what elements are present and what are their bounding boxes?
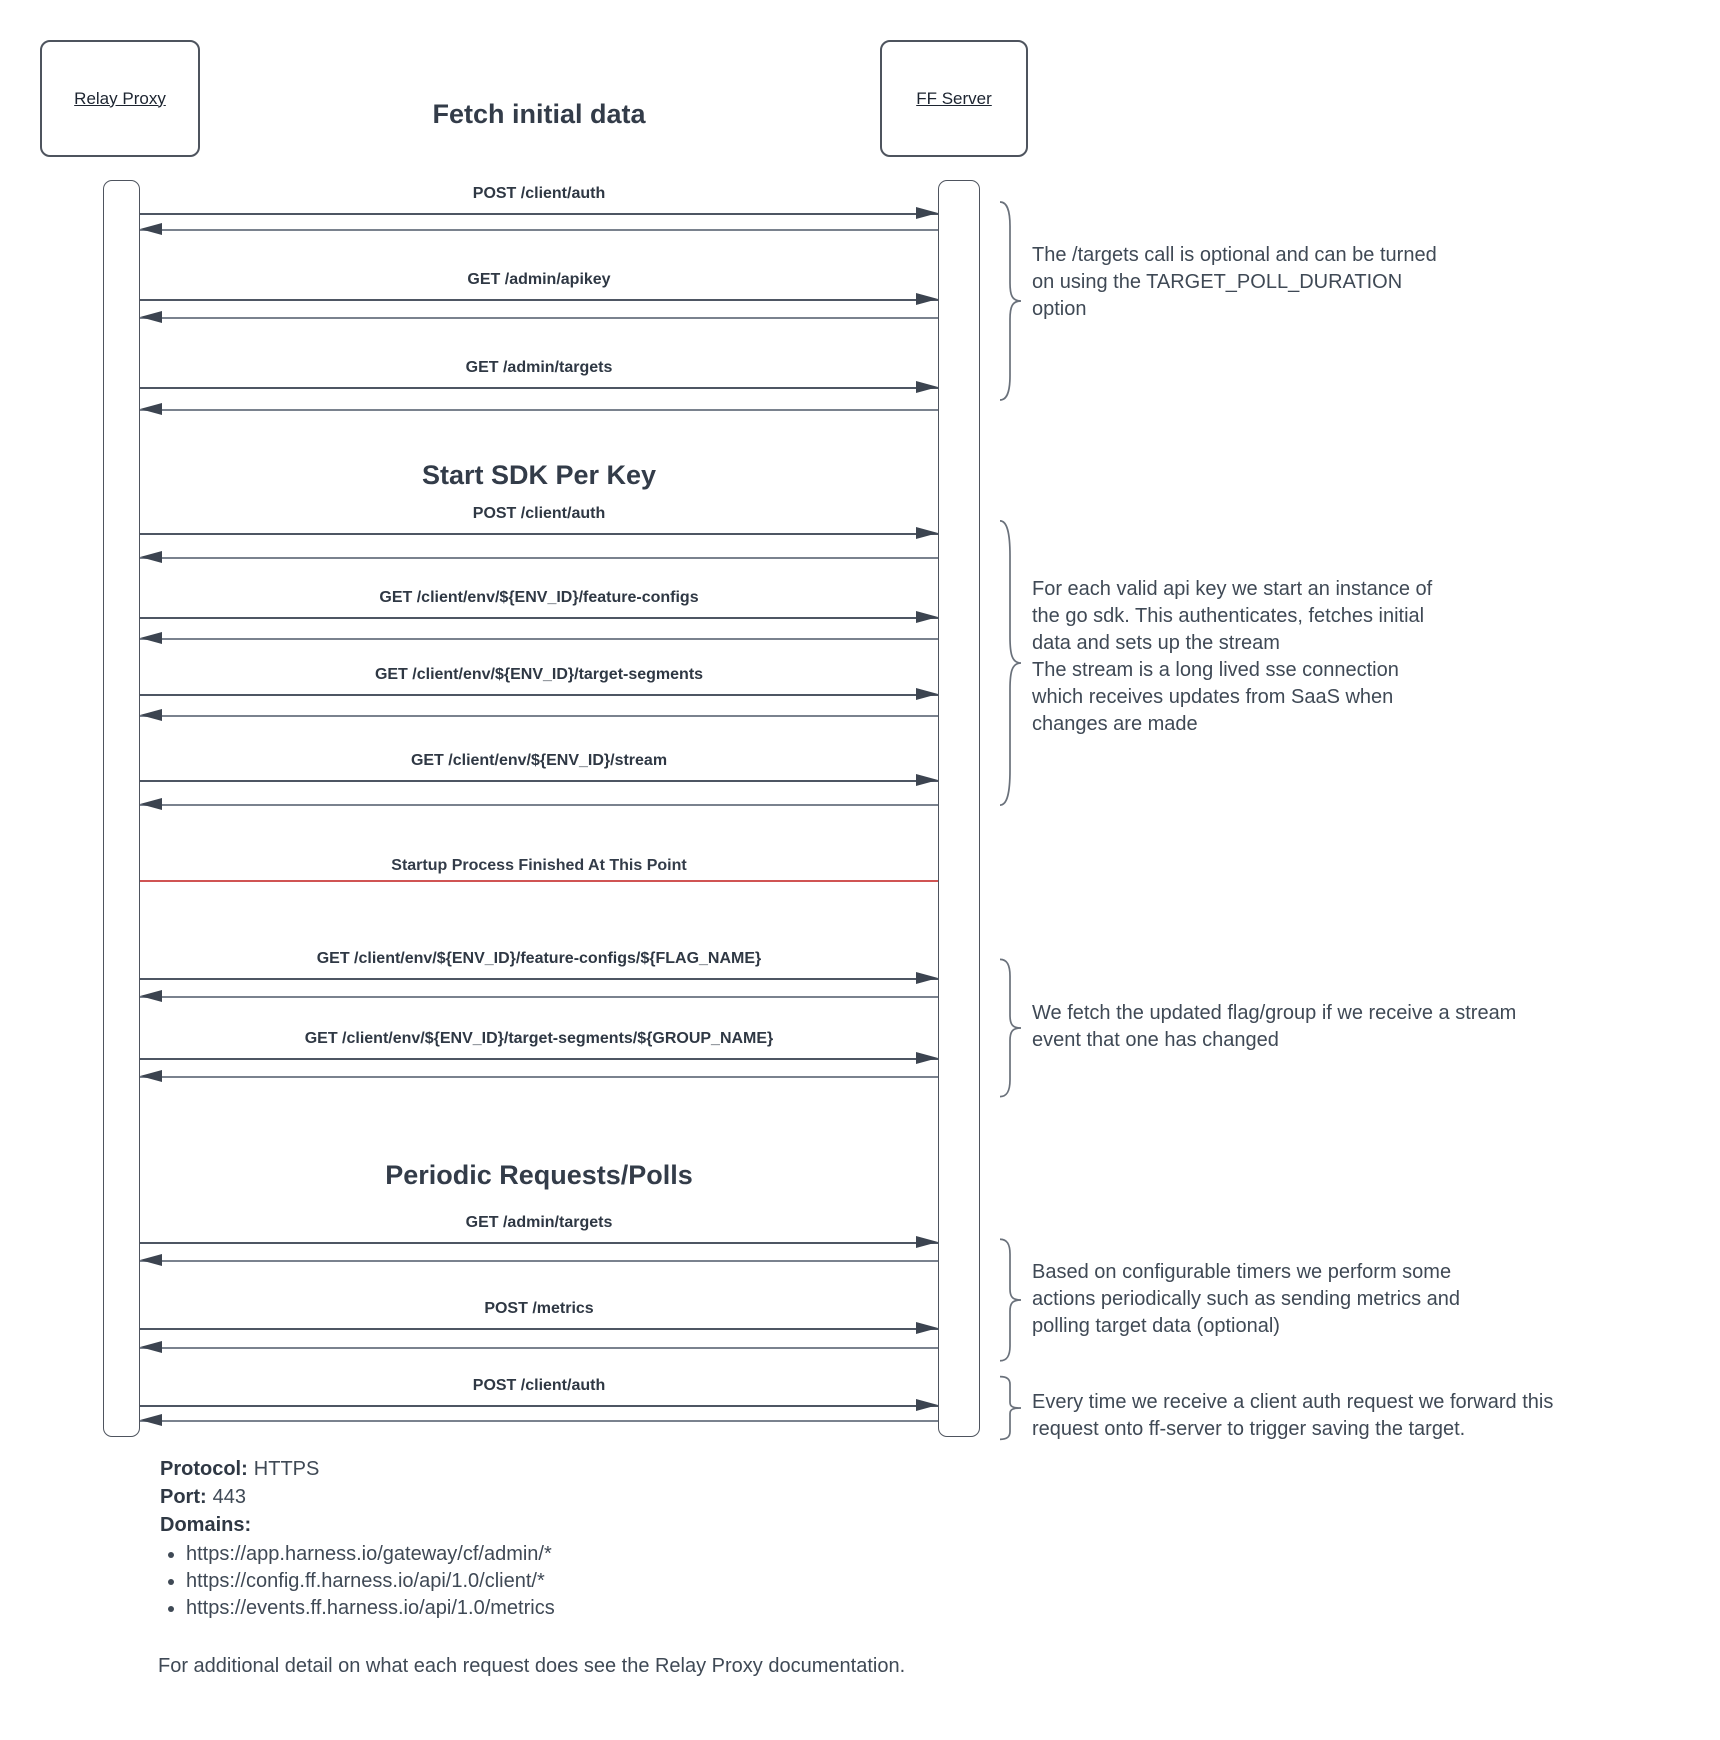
message-label: POST /metrics <box>484 1300 594 1317</box>
request-arrow <box>140 1052 938 1064</box>
request-arrow <box>140 293 938 305</box>
message-label: GET /admin/targets <box>465 1214 613 1231</box>
note-targets-optional: The /targets call is optional and can be… <box>1032 244 1437 320</box>
section-title-start-sdk-per-key: Start SDK Per Key <box>421 460 657 490</box>
request-arrow <box>140 972 938 984</box>
message-label: POST /client/auth <box>472 1377 606 1394</box>
request-arrow <box>140 688 938 700</box>
message-label: GET /client/env/${ENV_ID}/feature-config… <box>316 950 762 967</box>
footer-note: For additional detail on what each reque… <box>158 1655 906 1677</box>
request-arrow <box>140 381 938 393</box>
message-label: GET /client/env/${ENV_ID}/target-segment… <box>374 666 704 683</box>
response-arrow <box>140 1254 938 1266</box>
message-label: POST /client/auth <box>472 185 606 202</box>
lifeline-ff-server <box>938 180 980 1437</box>
connection-info: Protocol:HTTPS Port:443 Domains: https:/… <box>160 1455 555 1622</box>
port-value: 443 <box>212 1486 247 1508</box>
request-arrow <box>140 1322 938 1334</box>
message-label: GET /client/env/${ENV_ID}/target-segment… <box>304 1030 774 1047</box>
actor-ff-server-label: FF Server <box>916 88 992 108</box>
response-arrow <box>140 1070 938 1082</box>
response-arrow <box>140 403 938 415</box>
note-brace-icon <box>994 518 1022 808</box>
actor-relay-proxy: Relay Proxy <box>40 40 200 157</box>
protocol-label: Protocol: <box>160 1458 248 1480</box>
request-arrow <box>140 1399 938 1411</box>
response-arrow <box>140 798 938 810</box>
note-fetch-updated-flag: We fetch the updated flag/group if we re… <box>1032 1002 1517 1051</box>
startup-separator-line <box>140 880 938 882</box>
request-arrow <box>140 774 938 786</box>
request-arrow <box>140 611 938 623</box>
note-sdk-per-key: For each valid api key we start an insta… <box>1032 578 1433 735</box>
note-brace-icon <box>994 200 1022 402</box>
section-title-fetch-initial-data: Fetch initial data <box>432 99 646 129</box>
response-arrow <box>140 1414 938 1426</box>
response-arrow <box>140 709 938 721</box>
response-arrow <box>140 990 938 1002</box>
startup-separator-label: Startup Process Finished At This Point <box>391 857 687 874</box>
lifeline-relay-proxy <box>103 180 140 1437</box>
request-arrow <box>140 207 938 219</box>
protocol-line: Protocol:HTTPS <box>160 1455 555 1483</box>
message-label: GET /admin/targets <box>465 359 613 376</box>
note-client-auth-forward: Every time we receive a client auth requ… <box>1032 1391 1554 1440</box>
domain-item: https://events.ff.harness.io/api/1.0/met… <box>186 1595 555 1622</box>
message-label: GET /client/env/${ENV_ID}/feature-config… <box>379 589 699 606</box>
note-brace-icon <box>994 958 1022 1098</box>
response-arrow <box>140 1341 938 1353</box>
domain-item: https://config.ff.harness.io/api/1.0/cli… <box>186 1568 555 1595</box>
response-arrow <box>140 632 938 644</box>
note-configurable-timers: Based on configurable timers we perform … <box>1032 1261 1460 1337</box>
domain-item: https://app.harness.io/gateway/cf/admin/… <box>186 1541 555 1568</box>
note-brace-icon <box>994 1238 1022 1362</box>
domains-line: Domains: <box>160 1511 555 1539</box>
port-line: Port:443 <box>160 1483 555 1511</box>
domains-list: https://app.harness.io/gateway/cf/admin/… <box>160 1541 555 1622</box>
actor-ff-server: FF Server <box>880 40 1028 157</box>
actor-relay-proxy-label: Relay Proxy <box>74 88 166 108</box>
response-arrow <box>140 223 938 235</box>
section-title-periodic-requests-polls: Periodic Requests/Polls <box>385 1160 693 1190</box>
message-label: POST /client/auth <box>472 505 606 522</box>
response-arrow <box>140 551 938 563</box>
note-brace-icon <box>994 1376 1022 1440</box>
message-label: GET /admin/apikey <box>467 271 611 288</box>
port-label: Port: <box>160 1486 207 1508</box>
message-label: GET /client/env/${ENV_ID}/stream <box>410 752 668 769</box>
domains-label: Domains: <box>160 1514 252 1536</box>
protocol-value: HTTPS <box>253 1458 320 1480</box>
request-arrow <box>140 527 938 539</box>
request-arrow <box>140 1236 938 1248</box>
response-arrow <box>140 311 938 323</box>
